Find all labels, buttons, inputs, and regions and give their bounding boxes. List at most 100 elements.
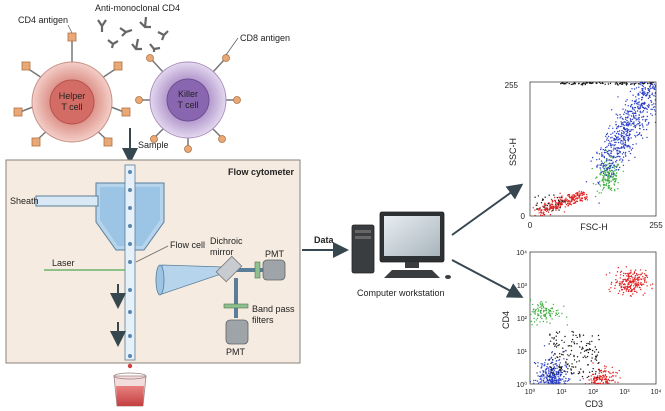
plot1-point-blue <box>634 124 636 127</box>
plot2-point-red <box>630 269 632 271</box>
plot1-point-blue <box>596 159 598 161</box>
plot2-point-blue <box>544 364 546 366</box>
plot2-point-red <box>638 286 641 288</box>
plot1-point-blue <box>640 134 642 136</box>
plot1-point-blue <box>626 134 629 137</box>
plot1-point-black <box>647 82 649 85</box>
plot2-point-green <box>541 317 543 320</box>
plot2-point-blue <box>551 352 553 354</box>
plot1-point-green <box>599 183 601 186</box>
plot1-point-black <box>625 83 627 85</box>
plot1-point-blue <box>632 143 634 146</box>
plot2-point-green <box>555 312 557 314</box>
plot2-point-blue <box>546 376 548 378</box>
plot1-point-blue <box>622 151 625 154</box>
plot1-point-blue <box>638 133 641 135</box>
plot1-point-blue <box>630 115 633 117</box>
plot2-point-red <box>641 284 643 286</box>
plot1-point-red <box>550 198 553 201</box>
plot1-point-red <box>566 202 569 205</box>
plot2-point-black <box>565 362 567 364</box>
plot2-point-black <box>554 345 556 347</box>
plot1-points <box>532 81 657 217</box>
plot1-point-red <box>540 209 542 211</box>
plot1-point-green <box>614 174 616 176</box>
plot2-point-blue <box>550 380 552 382</box>
plot1-point-green <box>609 187 611 189</box>
plot1-point-red <box>553 205 555 207</box>
plot1-point-blue <box>632 94 634 96</box>
plot1-point-blue <box>639 104 641 106</box>
plot1-point-blue <box>615 123 617 126</box>
plot1-point-blue <box>633 121 635 123</box>
plot2-point-black <box>576 343 578 345</box>
plot1-point-blue <box>634 111 637 113</box>
plot1-point-blue <box>634 106 636 109</box>
plot2-point-blue <box>543 374 545 377</box>
plot1-point-blue <box>635 99 637 101</box>
plot2-point-red <box>615 371 617 374</box>
plot2-point-red <box>616 271 619 273</box>
plot1-point-blue <box>615 121 617 123</box>
plot1-point-blue <box>632 83 634 85</box>
plot2-point-red <box>624 278 626 280</box>
plot2-point-black <box>589 341 591 343</box>
sheath-tube <box>35 195 99 207</box>
plot1-point-blue <box>606 168 608 170</box>
plot2-point-red <box>615 274 617 277</box>
plot1-point-blue <box>605 133 608 136</box>
plot1-point-blue <box>606 164 608 166</box>
plot2-point-red <box>643 283 645 285</box>
plot2-point-blue <box>541 365 543 367</box>
plot2-point-green <box>545 307 548 310</box>
plot2-point-red <box>582 378 584 380</box>
plot1-point-blue <box>607 152 609 155</box>
plot1-point-blue <box>646 92 648 94</box>
plot2-point-red <box>614 287 616 289</box>
plot1-point-blue <box>641 99 643 101</box>
plot2-point-red <box>626 275 628 277</box>
plot1-point-red <box>560 203 563 205</box>
plot1-point-blue <box>622 164 625 167</box>
plot2-point-red <box>643 273 646 275</box>
plot2-point-red <box>622 283 625 286</box>
plot1-point-blue <box>632 115 635 118</box>
plot1-point-green <box>611 176 613 178</box>
plot2-point-red <box>620 270 623 272</box>
plot1-point-green <box>614 170 616 172</box>
plot1-point-red <box>565 197 567 199</box>
sheath-label: Sheath <box>10 196 39 206</box>
plot2-point-red <box>624 286 626 288</box>
plot1-point-blue <box>625 133 627 136</box>
plot2-point-red <box>633 287 635 289</box>
plot2-point-red <box>607 378 610 381</box>
plot2-point-green <box>552 311 555 313</box>
plot1-point-blue <box>630 149 633 151</box>
plot2-point-green <box>540 316 542 318</box>
plot1-point-black <box>561 200 563 202</box>
plot2-point-black <box>550 366 552 369</box>
plot1-point-blue <box>612 156 614 158</box>
plot1-point-blue <box>647 97 650 100</box>
bandpass-label-line1: Band pass <box>252 304 295 314</box>
plot2-point-black <box>561 353 563 356</box>
plot1-point-blue <box>604 141 606 143</box>
plot1-point-blue <box>652 85 654 87</box>
plot2-point-blue <box>537 365 539 367</box>
plot2-point-black <box>571 373 573 375</box>
plot2-point-green <box>548 312 550 314</box>
plot1-point-blue <box>652 106 655 109</box>
bandpass-label-line2: filters <box>252 315 274 325</box>
plot1-point-red <box>551 205 553 208</box>
plot1-point-blue <box>650 87 652 90</box>
plot2-point-green <box>529 299 531 301</box>
plot2-point-red <box>626 286 628 288</box>
plot1-point-blue <box>621 122 623 124</box>
plot2-point-red <box>644 276 646 279</box>
plot2-point-green <box>537 313 539 315</box>
plot2-point-black <box>552 359 554 361</box>
plot2-point-black <box>580 340 582 343</box>
mouse <box>445 275 451 279</box>
plot1-point-red <box>540 211 542 214</box>
